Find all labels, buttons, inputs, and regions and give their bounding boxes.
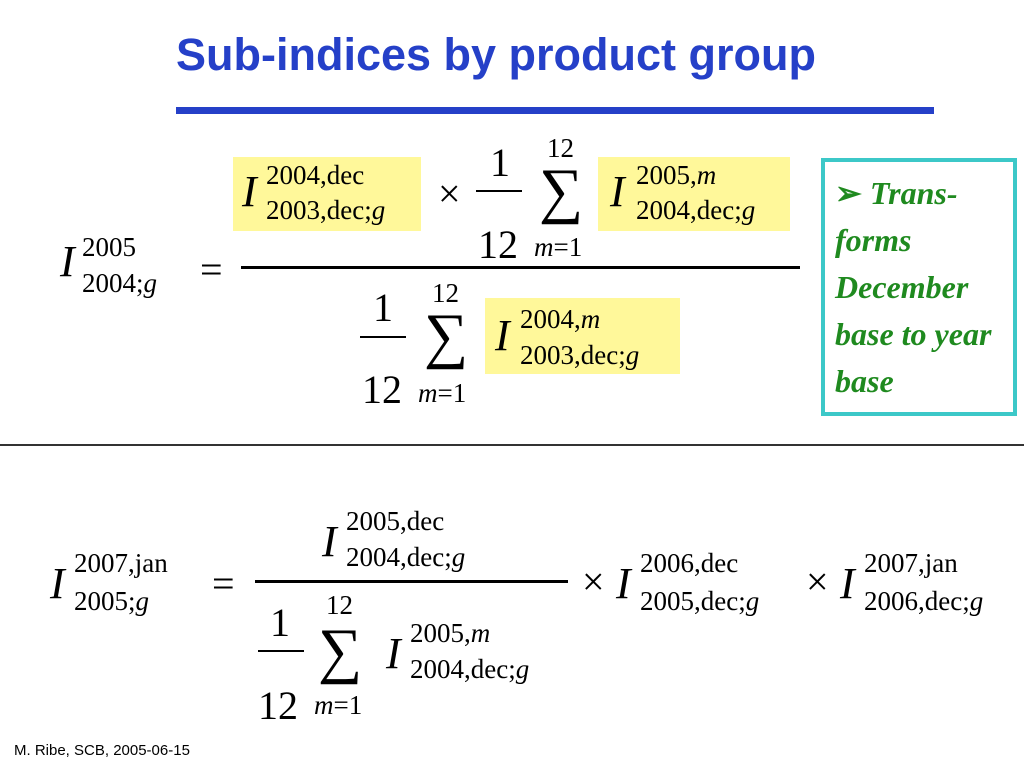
lhs-superscript: 2005 [82,232,136,262]
fraction-bar [241,266,800,269]
note-text: ➢ Trans-forms December base to year base [835,175,992,399]
summation-icon: ∑ [424,302,469,370]
lhs-index-symbol: I [60,237,75,286]
small-fraction-bar [476,190,522,192]
frac-numerator-one: 1 [270,600,290,645]
sum-upper-limit: 12 [547,133,574,163]
frac-denominator-twelve: 12 [362,367,402,412]
num-subscript: 2003,dec;g [266,195,386,225]
term3-index-symbol: I [840,559,855,608]
den-index-symbol: I [386,629,401,678]
highlight-box [233,157,421,231]
highlight-box [485,298,680,374]
title-underline [176,107,934,114]
num-superscript: 2005,dec [346,506,445,536]
highlight-box [598,157,790,231]
frac-numerator-one: 1 [490,140,510,185]
sum-upper-limit: 12 [326,590,353,620]
den-index-symbol: I [495,311,510,360]
times-sign: × [582,559,605,604]
slide-title: Sub-indices by product group [176,29,816,80]
footer-text: M. Ribe, SCB, 2005-06-15 [14,742,190,759]
num-index-symbol: I [242,167,257,216]
term2-subscript: 2005,dec;g [640,586,760,616]
times-sign: × [806,559,829,604]
term2-index-symbol: I [616,559,631,608]
den-subscript: 2004,dec;g [410,654,530,684]
equals-sign: = [200,247,223,292]
sum-upper-limit: 12 [432,278,459,308]
term3-subscript: 2006,dec;g [864,586,984,616]
frac-numerator-one: 1 [373,285,393,330]
num-superscript: 2004,dec [266,160,365,190]
small-fraction-bar [360,336,406,338]
small-fraction-bar [258,650,304,652]
summation-icon: ∑ [539,157,584,225]
lhs-index-symbol: I [50,559,65,608]
den-subscript: 2003,dec;g [520,340,640,370]
sum-lower-limit: m=1 [418,378,467,408]
num-sum-index-symbol: I [610,167,625,216]
frac-denominator-twelve: 12 [478,222,518,267]
note-box: ➢ Trans-forms December base to year base [821,158,1017,416]
times-sign: × [438,171,461,216]
fraction-bar [255,580,568,583]
lhs-subscript: 2004;g [82,268,158,298]
section-divider [0,444,1024,446]
num-index-symbol: I [322,517,337,566]
num-subscript: 2004,dec;g [346,542,466,572]
den-superscript: 2005,m [410,618,491,648]
sum-lower-limit: m=1 [314,690,363,720]
num-sum-superscript: 2005,m [636,160,717,190]
equals-sign: = [212,561,235,606]
num-sum-subscript: 2004,dec;g [636,195,756,225]
term2-superscript: 2006,dec [640,548,739,578]
lhs-superscript: 2007,jan [74,548,168,578]
sum-lower-limit: m=1 [534,232,583,262]
den-superscript: 2004,m [520,304,601,334]
lhs-subscript: 2005;g [74,586,150,616]
frac-denominator-twelve: 12 [258,683,298,728]
arrow-bullet-icon: ➢ [835,175,862,211]
term3-superscript: 2007,jan [864,548,958,578]
summation-icon: ∑ [318,617,363,685]
